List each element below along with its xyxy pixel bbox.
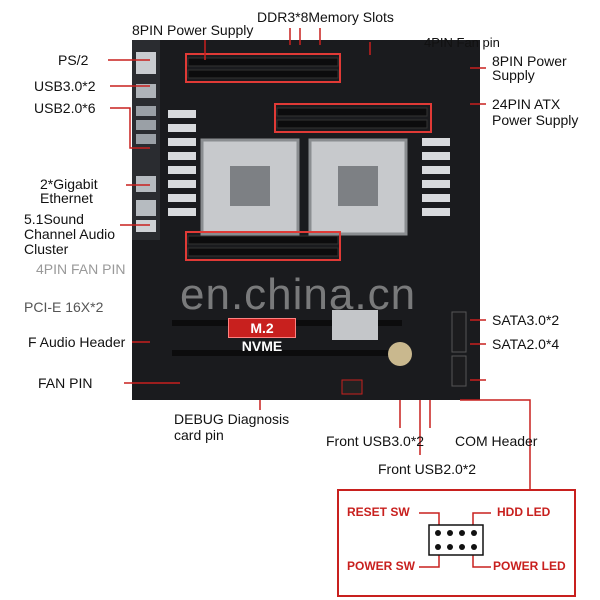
motherboard-graphic bbox=[132, 40, 480, 400]
label-24pin-atx-1: 24PIN ATX bbox=[492, 96, 561, 112]
front-panel-connector-box: RESET SW HDD LED POWER SW POWER LED bbox=[337, 489, 576, 597]
label-pcie: PCI-E 16X*2 bbox=[24, 299, 104, 315]
watermark-text: en.china.cn bbox=[180, 270, 417, 319]
label-sata20: SATA2.0*4 bbox=[492, 336, 560, 352]
m2-nvme-badge: M.2 NVME bbox=[228, 318, 296, 354]
label-ps2: PS/2 bbox=[58, 52, 89, 68]
label-com-header: COM Header bbox=[455, 433, 538, 449]
label-4pin-fan-left: 4PIN FAN PIN bbox=[36, 261, 126, 277]
label-reset-sw: RESET SW bbox=[347, 505, 410, 519]
label-front-usb30: Front USB3.0*2 bbox=[326, 433, 425, 449]
label-24pin-atx-2: Power Supply bbox=[492, 112, 579, 128]
label-usb20: USB2.0*6 bbox=[34, 100, 96, 116]
label-sound-3: Cluster bbox=[24, 241, 69, 257]
label-power-sw: POWER SW bbox=[347, 559, 415, 573]
label-sound-1: 5.1Sound bbox=[24, 211, 84, 227]
label-8pin-power-left: 8PIN Power Supply bbox=[132, 22, 254, 38]
label-hdd-led: HDD LED bbox=[497, 505, 551, 519]
label-ddr3-memory-slots: DDR3*8Memory Slots bbox=[257, 9, 394, 25]
label-front-usb20: Front USB2.0*2 bbox=[378, 461, 477, 477]
label-fan-pin: FAN PIN bbox=[38, 375, 93, 391]
label-ethernet-2: Ethernet bbox=[40, 190, 93, 206]
label-debug-1: DEBUG Diagnosis bbox=[174, 411, 290, 427]
label-sata30: SATA3.0*2 bbox=[492, 312, 560, 328]
label-usb30: USB3.0*2 bbox=[34, 78, 96, 94]
motherboard-image bbox=[132, 40, 480, 400]
label-sound-2: Channel Audio bbox=[24, 226, 116, 242]
label-4pin-fan: 4PIN Fan pin bbox=[424, 35, 500, 50]
label-power-led: POWER LED bbox=[493, 559, 566, 573]
label-f-audio-header: F Audio Header bbox=[28, 334, 126, 350]
label-debug-2: card pin bbox=[174, 427, 224, 443]
label-8pin-power-right-2: Supply bbox=[492, 67, 535, 83]
label-ethernet-1: 2*Gigabit bbox=[40, 176, 98, 192]
label-8pin-power-right-1: 8PIN Power bbox=[492, 53, 567, 69]
header-pin-diagram bbox=[419, 512, 491, 568]
